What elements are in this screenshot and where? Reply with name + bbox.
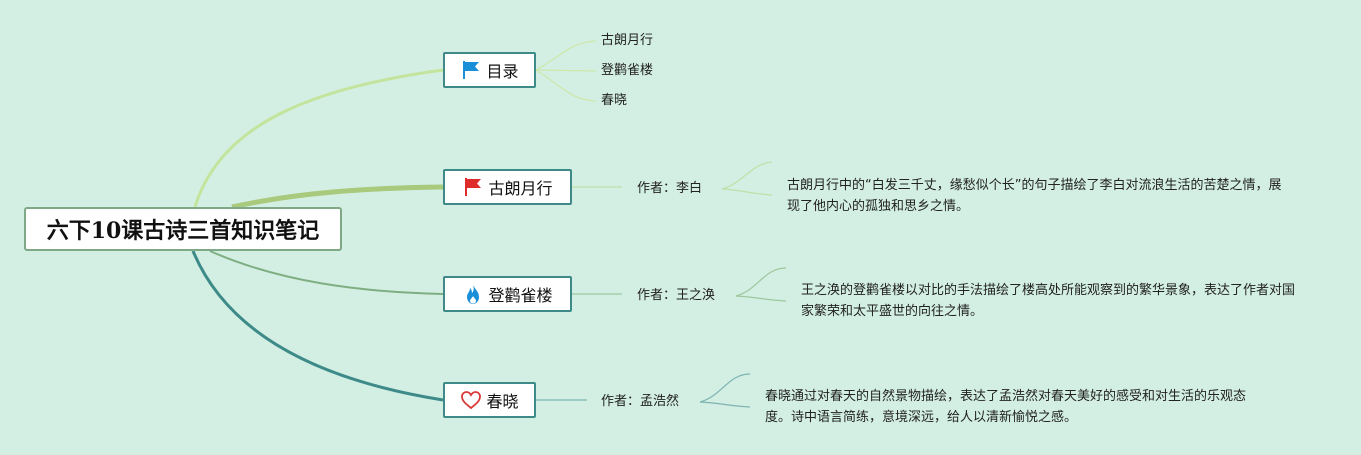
connector-mulu-child-1	[535, 40, 597, 71]
connector-author-desc-2b	[735, 295, 787, 302]
author-gulangyuexing[interactable]: 作者：李白	[637, 181, 703, 196]
description-chunxiao[interactable]: 春晓通过对春天的自然景物描绘，表达了孟浩然对春天美好的感受和对生活的乐观态度。诗…	[765, 389, 1247, 425]
red-flag-icon	[462, 176, 484, 198]
branch-label-gulangyuexing: 古朗月行	[488, 179, 553, 198]
branch-chunxiao[interactable]: 春晓	[443, 382, 536, 418]
connector-root-mulu	[193, 68, 444, 208]
description-dengquelou[interactable]: 王之涣的登鹳雀楼以对比的手法描绘了楼高处所能观察到的繁华景象，表达了作者对国家繁…	[801, 283, 1296, 319]
connector-author-desc-3b	[699, 401, 751, 408]
connector-author-desc-3a	[699, 373, 751, 403]
connector-root-dengquelou	[209, 250, 444, 295]
connector-mulu-child-3	[535, 69, 597, 102]
author-dengquelou[interactable]: 作者：王之涣	[637, 288, 716, 303]
mulu-item-1[interactable]: 古朗月行	[601, 33, 654, 48]
mulu-item-2[interactable]: 登鹳雀楼	[601, 63, 654, 78]
branch-label-dengquelou: 登鹳雀楼	[488, 286, 553, 305]
blue-flag-icon	[460, 59, 482, 81]
connector-root-gulangyuexing	[231, 184, 444, 210]
connector-author-desc-1b	[721, 188, 773, 196]
branch-gulangyuexing[interactable]: 古朗月行	[443, 169, 572, 205]
connector-author-desc-1a	[721, 161, 773, 190]
connector-root-chunxiao	[191, 250, 444, 402]
connector-author-desc-2a	[735, 267, 787, 297]
flame-icon	[462, 283, 484, 305]
connector-mulu-child-2	[535, 69, 597, 72]
root-title: 六下10课古诗三首知识笔记	[46, 218, 320, 244]
author-chunxiao[interactable]: 作者：孟浩然	[601, 394, 680, 409]
branch-dengquelou[interactable]: 登鹳雀楼	[443, 276, 572, 312]
branch-label-chunxiao: 春晓	[486, 392, 519, 411]
heart-icon	[460, 389, 482, 411]
mulu-item-3[interactable]: 春晓	[601, 93, 628, 108]
branch-mulu[interactable]: 目录	[443, 52, 536, 88]
root-topic[interactable]: 六下10课古诗三首知识笔记	[24, 207, 342, 251]
branch-label-mulu: 目录	[486, 62, 519, 81]
description-gulangyuexing[interactable]: 古朗月行中的“白发三千丈，缘愁似个长”的句子描绘了李白对流浪生活的苦楚之情，展现…	[787, 178, 1282, 214]
